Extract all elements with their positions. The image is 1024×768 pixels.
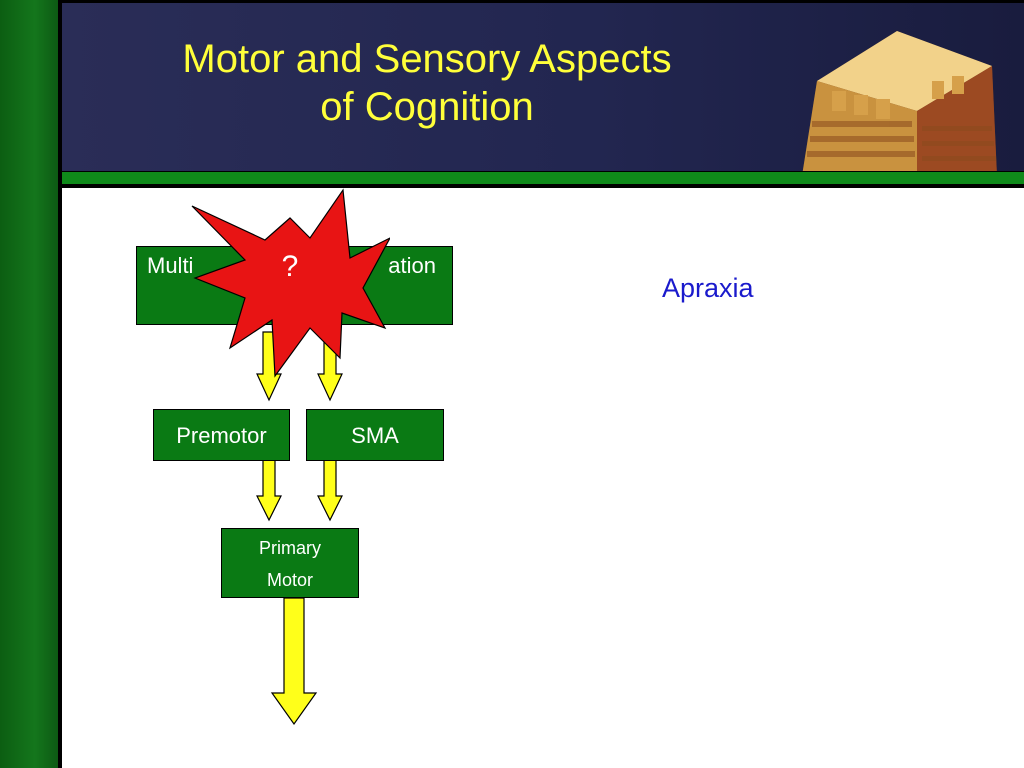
sma-box: SMA [306, 409, 444, 461]
left-sidebar-band [0, 0, 62, 768]
diagram-area: Multi ation ? Premotor SMA Primary Motor… [62, 188, 1024, 768]
apraxia-label: Apraxia [662, 273, 754, 303]
slide-header: Motor and Sensory Aspects of Cognition [62, 0, 1024, 174]
arrow-sma-to-primary [317, 459, 343, 522]
red-starburst-shape [191, 188, 392, 378]
primary-motor-box: Primary Motor [221, 528, 359, 598]
top-box-left-text: Multi [147, 253, 194, 278]
primary-line-2: Motor [266, 570, 313, 590]
arrow-primary-output [270, 597, 318, 726]
flow-arrows [256, 331, 343, 726]
title-line-2: of Cognition [320, 85, 534, 129]
arrow-premotor-to-primary [256, 459, 282, 522]
question-burst: ? [190, 188, 392, 378]
question-mark-label: ? [281, 250, 299, 283]
header-divider-bar [62, 172, 1024, 188]
primary-line-1: Primary [259, 538, 321, 558]
brick-tower-image [802, 31, 997, 171]
sma-label: SMA [351, 423, 399, 448]
premotor-label: Premotor [176, 423, 267, 448]
top-box-right-text: ation [388, 253, 436, 278]
title-line-1: Motor and Sensory Aspects [182, 37, 672, 81]
premotor-box: Premotor [153, 409, 290, 461]
slide-title: Motor and Sensory Aspects of Cognition [122, 35, 732, 131]
